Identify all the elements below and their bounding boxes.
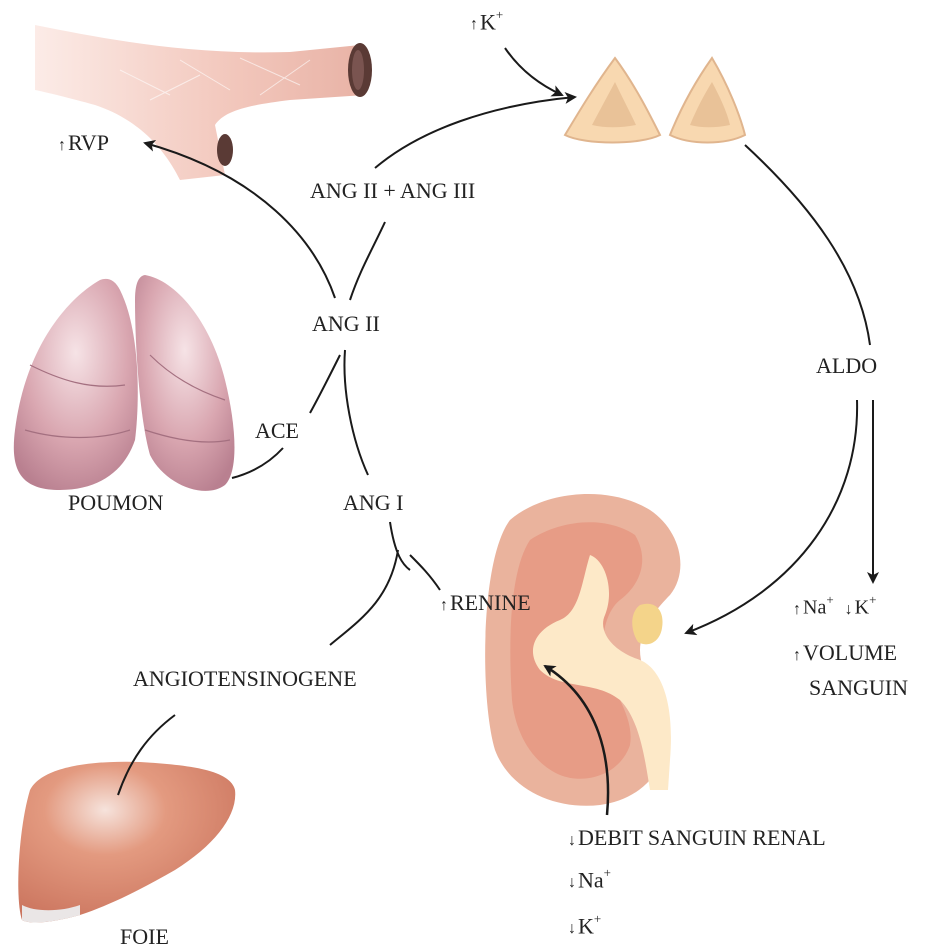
- rvp-label: ↑RVP: [58, 132, 109, 154]
- adrenal-to-aldo-line: [745, 145, 870, 345]
- aldo-label: ALDO: [816, 355, 877, 377]
- ace-label: ACE: [255, 420, 299, 442]
- angiotensinogene-label: ANGIOTENSINOGENE: [133, 668, 357, 690]
- ang1-bracket: [390, 522, 410, 570]
- ang2ang3-to-adrenal-arrow: [375, 97, 575, 168]
- k-bottom-label: ↓K+: [568, 914, 601, 937]
- na-bottom-label: ↓Na+: [568, 868, 611, 891]
- down-arrow-icon: ↓: [568, 875, 576, 891]
- up-arrow-icon: ↑: [58, 138, 66, 154]
- ang2-to-ang2ang3-line: [350, 222, 385, 300]
- adrenal-glands-illustration: [565, 58, 745, 143]
- na-k-label: ↑Na+ ↓K+: [793, 595, 876, 618]
- down-arrow-icon: ↓: [568, 921, 576, 937]
- lungs-illustration: [14, 275, 235, 491]
- ace-to-ang2-line: [310, 355, 340, 413]
- ang2-label: ANG II: [312, 313, 380, 335]
- renine-to-ang1-line: [410, 555, 440, 590]
- up-arrow-icon: ↑: [793, 648, 801, 664]
- foie-label: FOIE: [120, 926, 169, 948]
- angiotensinogene-to-ang1-line: [330, 550, 398, 645]
- sanguin-label: SANGUIN: [809, 677, 908, 699]
- up-arrow-icon: ↑: [440, 598, 448, 614]
- liver-illustration: [18, 762, 235, 923]
- ang1-to-ang2-line: [344, 350, 368, 475]
- down-arrow-icon: ↓: [845, 602, 853, 618]
- debit-sanguin-renal-label: ↓DEBIT SANGUIN RENAL: [568, 827, 826, 849]
- poumon-label: POUMON: [68, 492, 163, 514]
- up-arrow-icon: ↑: [470, 17, 478, 33]
- volume-label: ↑VOLUME: [793, 642, 897, 664]
- k-top-label: ↑K+: [470, 10, 503, 33]
- blood-vessel-illustration: [35, 25, 372, 180]
- k-to-adrenal-arrow: [505, 48, 562, 95]
- up-arrow-icon: ↑: [793, 602, 801, 618]
- ang2-ang3-label: ANG II + ANG III: [310, 180, 475, 202]
- kidney-illustration: [485, 494, 680, 806]
- renine-label: ↑RENINE: [440, 592, 531, 614]
- ace-to-lung-line: [232, 448, 283, 478]
- down-arrow-icon: ↓: [568, 833, 576, 849]
- ang1-label: ANG I: [343, 492, 404, 514]
